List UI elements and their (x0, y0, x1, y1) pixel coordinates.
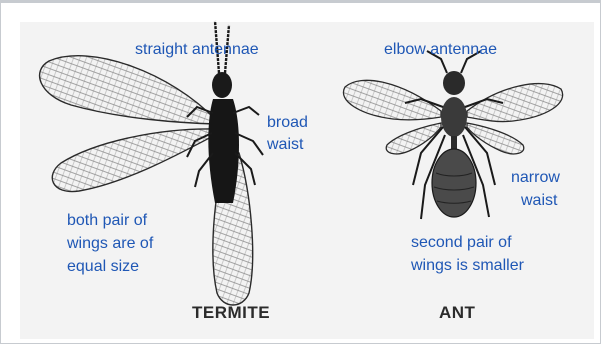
ant-waist-label-line1: narrow (511, 167, 560, 188)
ant-antennae-label: elbow antennae (384, 39, 497, 60)
termite-body (208, 99, 239, 203)
ant-waist-label-line2: waist (521, 190, 557, 211)
ant-caption: ANT (439, 303, 475, 323)
termite-wings-label-line2: wings are of (67, 233, 153, 254)
ant-wings-label-line1: second pair of (411, 232, 512, 253)
termite-antennae-label: straight antennae (135, 39, 259, 60)
ant-wings-label-line2: wings is smaller (411, 255, 524, 276)
ant-forewing-right (467, 84, 563, 122)
ant-head (443, 71, 465, 95)
termite-waist-label-line2: waist (267, 134, 303, 155)
termite-head (212, 72, 232, 98)
termite-wings-label-line3: equal size (67, 256, 139, 277)
ant-thorax (441, 97, 467, 137)
termite-wings-label-line1: both pair of (67, 210, 147, 231)
termite-caption: TERMITE (192, 303, 270, 323)
ant-gaster (432, 149, 476, 217)
ant-petiole (451, 136, 457, 150)
termite-hindwing-left (52, 129, 215, 192)
termite-waist-label-line1: broad (267, 112, 308, 133)
